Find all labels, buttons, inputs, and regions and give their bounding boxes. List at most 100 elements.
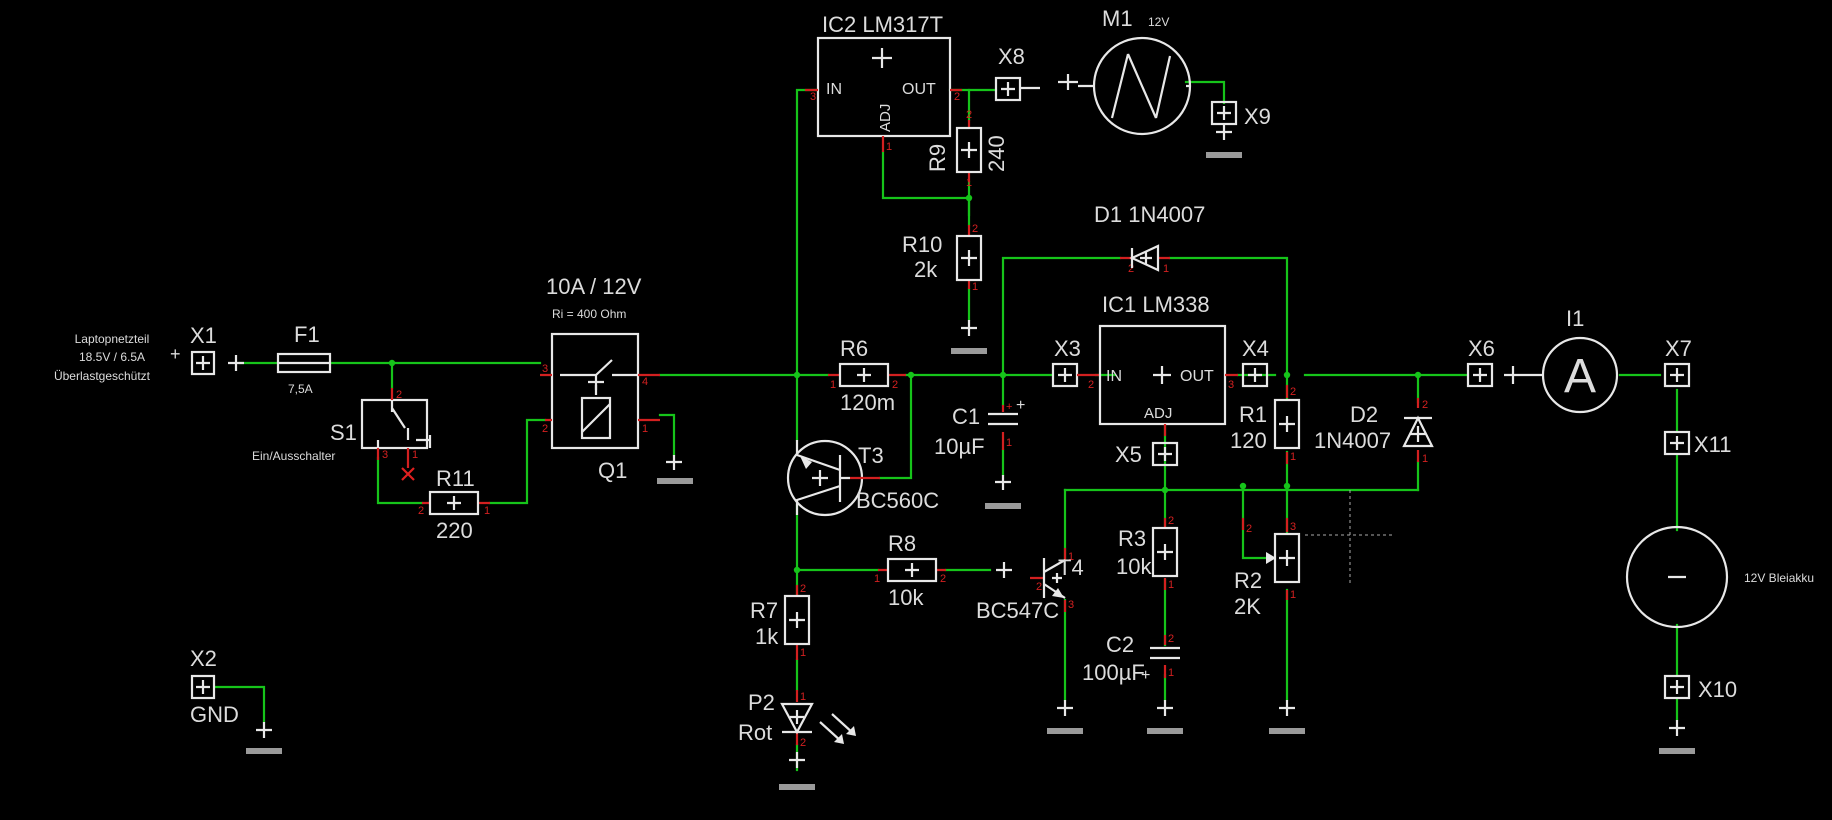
m1-voltage: 12V (1148, 15, 1169, 29)
connector-x6[interactable]: X6 (1466, 336, 1522, 388)
svg-text:1: 1 (972, 281, 978, 293)
svg-text:2: 2 (800, 737, 806, 749)
x4-label: X4 (1242, 336, 1269, 361)
supply-rating: 18.5V / 6.5A (79, 350, 145, 364)
ic1-adj: ADJ (1144, 405, 1172, 422)
r2-value: 2K (1234, 594, 1261, 619)
x10-label: X10 (1698, 677, 1737, 702)
ic2-in: IN (826, 81, 842, 98)
connector-x4[interactable]: X4 (1241, 336, 1269, 388)
r1-label: R1 (1239, 402, 1267, 427)
svg-text:1: 1 (1006, 437, 1012, 449)
t4-value: BC547C (976, 598, 1059, 623)
svg-text:2: 2 (396, 389, 402, 401)
capacitor-c1[interactable]: + 1 + C1 10µF (934, 397, 1025, 459)
c1-label: C1 (952, 404, 980, 429)
r10-label: R10 (902, 232, 942, 257)
resistor-r7[interactable]: 2 1 R7 1k (750, 583, 811, 660)
d2-label: D2 (1350, 402, 1378, 427)
ammeter-symbol: A (1564, 350, 1596, 403)
d2-value: 1N4007 (1314, 428, 1391, 453)
supply-title: Laptopnetzteil (75, 332, 150, 346)
svg-text:3: 3 (382, 449, 388, 461)
svg-text:1: 1 (874, 573, 880, 585)
r3-value: 10k (1116, 554, 1152, 579)
potentiometer-r2[interactable]: 3 1 2 R2 2K (1234, 518, 1301, 619)
svg-text:1: 1 (1290, 451, 1296, 463)
connector-x10[interactable]: X10 (1659, 674, 1737, 754)
c2-value: 100µF (1082, 660, 1145, 685)
relay-q1[interactable]: 3 4 2 1 10A / 12V Ri = 400 Ohm Q1 (540, 274, 660, 483)
diode-d2[interactable]: 2 1 D2 1N4007 (1314, 398, 1434, 465)
diode-d1[interactable]: 2 1 D1 1N4007 (1094, 202, 1205, 275)
x2-label: X2 (190, 646, 217, 671)
battery-12v[interactable]: 12V Bleiakku (1625, 525, 1814, 629)
ground-c1 (985, 475, 1021, 509)
svg-text:3: 3 (542, 363, 548, 375)
ic1-in: IN (1106, 368, 1122, 385)
svg-text:1: 1 (886, 141, 892, 153)
x7-label: X7 (1665, 336, 1692, 361)
x9-label: X9 (1244, 104, 1271, 129)
ground-r10 (951, 320, 987, 354)
connector-x11[interactable]: X11 (1663, 430, 1732, 457)
ic2-adj: ADJ (877, 104, 894, 132)
resistor-r1[interactable]: 2 1 R1 120 (1230, 385, 1301, 464)
connector-x5[interactable]: X5 (1115, 441, 1179, 467)
svg-text:3: 3 (810, 91, 816, 103)
s1-description: Ein/Ausschalter (252, 449, 335, 463)
svg-text:2: 2 (1422, 399, 1428, 411)
resistor-r3[interactable]: 2 1 R3 10k (1116, 515, 1179, 591)
ic1-out: OUT (1180, 368, 1214, 385)
svg-text:2: 2 (940, 573, 946, 585)
resistor-r10[interactable]: 2 1 R10 2k (902, 223, 983, 293)
svg-text:2: 2 (800, 583, 806, 595)
resistor-r11[interactable]: 2 1 R11 220 (418, 466, 490, 543)
r2-label: R2 (1234, 568, 1262, 593)
svg-text:2: 2 (1036, 581, 1042, 593)
x1-label: X1 (190, 323, 217, 348)
fuse-f1[interactable]: F1 7,5A (276, 322, 332, 396)
capacitor-c2[interactable]: 2 1 C2 100µF + (1082, 632, 1180, 685)
connector-x8[interactable]: X8 (994, 44, 1078, 102)
motor-m1[interactable]: M1 12V (1078, 6, 1192, 136)
svg-text:1: 1 (1290, 589, 1296, 601)
svg-text:2: 2 (892, 379, 898, 391)
connector-x7[interactable]: X7 (1663, 336, 1692, 388)
ground-q1 (657, 455, 693, 484)
connector-x9[interactable]: X9 (1206, 100, 1271, 158)
transistor-t3[interactable]: T3 BC560C (786, 439, 939, 517)
guide-lines (1305, 490, 1395, 585)
resistor-r8[interactable]: 1 2 R8 10k (874, 531, 1012, 610)
svg-text:+: + (1141, 667, 1150, 684)
ic1-label: IC1 LM338 (1102, 292, 1210, 317)
svg-text:4: 4 (642, 376, 648, 388)
r11-label: R11 (436, 466, 475, 491)
led-p2[interactable]: 1 2 P2 Rot (738, 690, 856, 749)
regulator-ic2[interactable]: 3 2 1 IC2 LM317T IN OUT ADJ (805, 12, 962, 153)
svg-text:2: 2 (542, 423, 548, 435)
svg-text:2: 2 (1246, 523, 1252, 535)
transistor-t4[interactable]: 2 1 3 T4 BC547C (976, 548, 1084, 623)
svg-text:2: 2 (1168, 633, 1174, 645)
svg-text:2: 2 (954, 91, 960, 103)
resistor-r9[interactable]: 2 1 R9 240 (925, 109, 1009, 189)
r3-label: R3 (1118, 526, 1146, 551)
svg-text:1: 1 (800, 647, 806, 659)
svg-text:3: 3 (1228, 379, 1234, 391)
connector-x3[interactable]: 2 X3 (1051, 336, 1100, 391)
switch-s1[interactable]: 2 3 1 S1 Ein/Ausschalter (252, 388, 432, 481)
connector-x2[interactable]: X2 GND (190, 646, 239, 727)
regulator-ic1[interactable]: 3 IC1 LM338 IN OUT ADJ (1098, 292, 1238, 436)
svg-text:3: 3 (1290, 521, 1296, 533)
connector-x1[interactable]: X1 (190, 323, 244, 376)
junction-dots (388, 194, 1422, 574)
plus-sign: + (170, 344, 181, 364)
wires (214, 80, 1679, 772)
t3-label: T3 (858, 443, 884, 468)
x6-label: X6 (1468, 336, 1495, 361)
ammeter-i1[interactable]: A I1 (1522, 306, 1619, 414)
d1-label: D1 1N4007 (1094, 202, 1205, 227)
x11-label: X11 (1694, 432, 1732, 457)
resistor-r6[interactable]: 1 2 R6 120m (828, 336, 906, 415)
